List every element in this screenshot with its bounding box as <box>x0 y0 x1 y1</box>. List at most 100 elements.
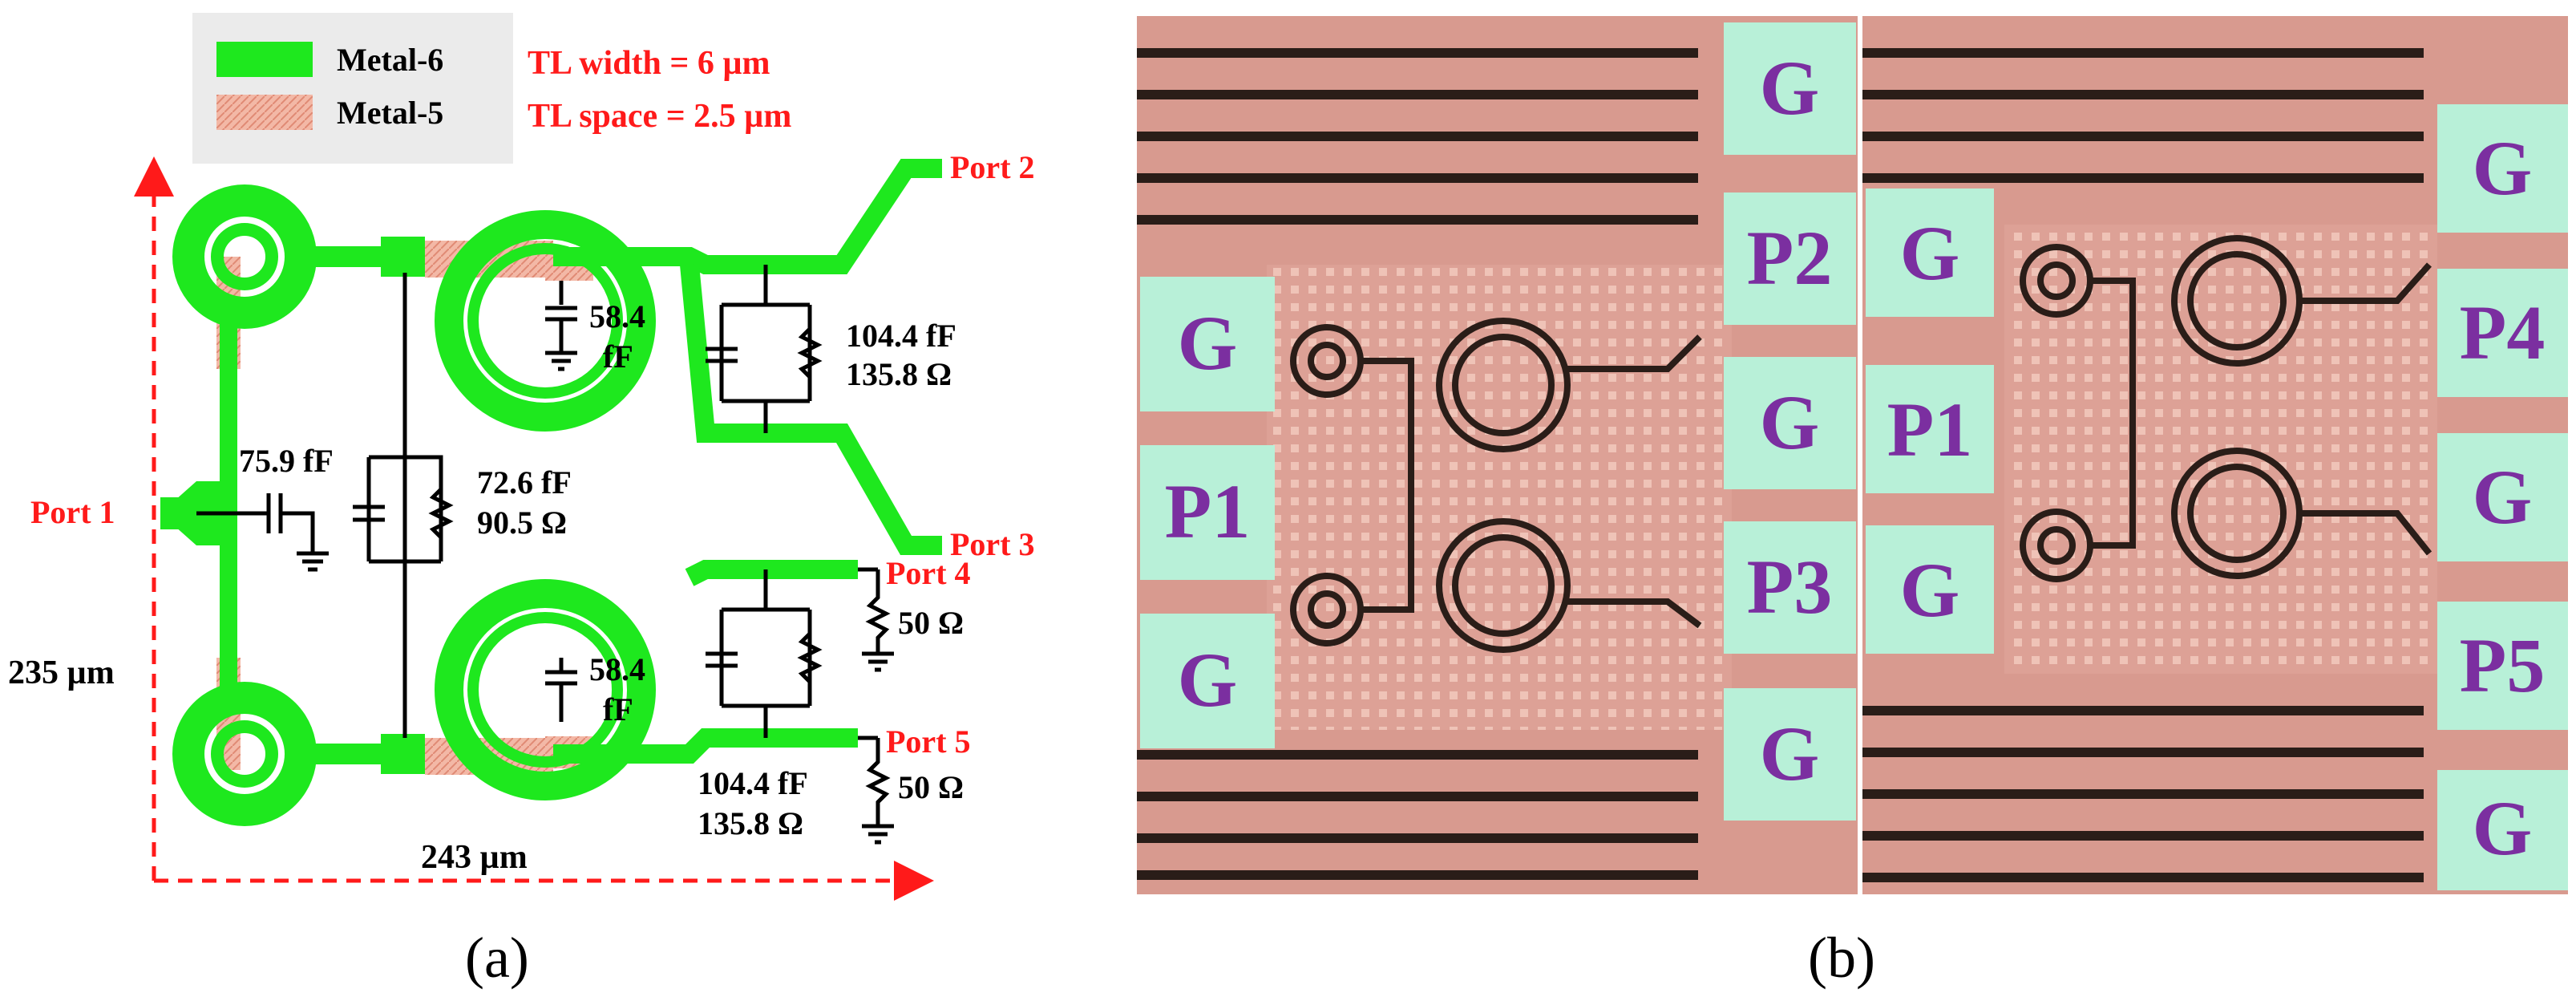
legend-swatch-metal6 <box>216 42 313 77</box>
small-inductor-bottom <box>172 682 317 826</box>
pad-label: P2 <box>1747 215 1833 301</box>
tl-width-spec: TL width = 6 µm <box>528 45 770 82</box>
stripes-bottom-right <box>1862 706 2424 882</box>
port1-label: Port 1 <box>30 494 115 530</box>
port3-trace <box>680 263 942 555</box>
legend-label-metal6: Metal-6 <box>337 42 443 78</box>
pad <box>1866 365 1994 493</box>
pad-label: P1 <box>1165 468 1251 554</box>
pad <box>2437 104 2568 233</box>
stripes-top-left <box>1137 48 1698 225</box>
top-cap-unit-label: fF <box>603 338 633 375</box>
small-inductor-bottom-inner <box>211 720 278 788</box>
rc-center-resistor <box>428 488 454 539</box>
pad <box>2437 770 2568 890</box>
pad <box>1724 521 1856 654</box>
large-inductor-bottom <box>435 579 656 800</box>
panel-a-layout: Metal-6 Metal-5 TL width = 6 µm TL space… <box>8 13 1035 990</box>
rc-top-cap-label: 104.4 fF <box>846 318 956 354</box>
pad-label: P3 <box>1747 544 1833 630</box>
pad <box>1866 525 1994 654</box>
legend-background <box>192 13 513 164</box>
legend: Metal-6 Metal-5 <box>192 13 513 164</box>
center-cap-label: 72.6 fF <box>477 464 572 500</box>
pad-label: G <box>1900 547 1960 633</box>
term5-label: 50 Ω <box>898 769 964 805</box>
die-left-inductors <box>1290 318 1702 653</box>
pad-label: G <box>2473 125 2533 211</box>
pads-mid: G P2 G P3 G <box>1724 22 1856 821</box>
pad <box>2437 269 2568 397</box>
caption-a: (a) <box>465 926 529 990</box>
pad <box>1724 192 1856 325</box>
height-dimension-label: 235 µm <box>8 654 115 691</box>
pad-label: G <box>1760 379 1820 465</box>
pad-label: G <box>1760 45 1820 131</box>
pad <box>1724 688 1856 821</box>
small-inductor-top <box>172 184 317 329</box>
rc-bot-resistor <box>797 632 823 683</box>
die-right: G P1 G G P4 G P5 G <box>1862 16 2568 894</box>
rc-bot-res-label: 135.8 Ω <box>698 805 803 841</box>
port5-trace <box>553 728 858 764</box>
bottom-node <box>381 734 425 774</box>
pad-label: P4 <box>2460 290 2546 375</box>
rc-top-res-label: 135.8 Ω <box>846 356 952 392</box>
term4-resistor <box>865 569 891 654</box>
panel-b-micrograph: G P1 G G P2 G P3 G <box>1137 16 2568 990</box>
pads-right: G P4 G P5 G <box>2437 104 2568 890</box>
input-cap-label: 75.9 fF <box>239 443 334 479</box>
stripes-bottom-left <box>1137 750 1698 880</box>
pads-left: G P1 G <box>1140 277 1275 748</box>
term4-label: 50 Ω <box>898 605 964 641</box>
large-inductor-top <box>435 210 656 432</box>
pads-right-left: G P1 G <box>1866 188 1994 654</box>
pad-label: G <box>2473 454 2533 540</box>
pad <box>2437 433 2568 561</box>
input-cap-ground-lead <box>281 511 315 553</box>
tl-space-spec: TL space = 2.5 µm <box>528 98 791 135</box>
pad-label: P5 <box>2460 622 2546 708</box>
pad-label: G <box>1178 300 1238 386</box>
dimension-arrows <box>134 156 934 901</box>
caption-b: (b) <box>1808 926 1875 990</box>
pad <box>2437 602 2568 730</box>
pad-label: P1 <box>1887 387 1973 472</box>
bottom-cap-value-label: 58.4 <box>589 651 645 687</box>
pad-label: G <box>1178 637 1238 723</box>
pad <box>1724 22 1856 155</box>
port2-label: Port 2 <box>950 149 1035 185</box>
port3-label: Port 3 <box>950 526 1035 562</box>
port4-label: Port 4 <box>886 555 971 591</box>
pad-label: G <box>1900 210 1960 296</box>
port2-trace <box>553 159 942 274</box>
top-node <box>381 237 425 277</box>
bottom-cap-unit-label: fF <box>603 691 633 727</box>
stripes-top-right <box>1862 48 2424 183</box>
pad <box>1140 277 1275 411</box>
pad <box>1724 357 1856 489</box>
pad <box>1140 614 1275 748</box>
pad <box>1866 188 1994 317</box>
pad-label: G <box>2473 785 2533 871</box>
port4-trace <box>685 560 858 586</box>
term5-resistor <box>865 738 891 826</box>
rc-top-resistor <box>797 327 823 379</box>
legend-label-metal5: Metal-5 <box>337 95 443 131</box>
width-dimension-label: 243 µm <box>421 839 528 876</box>
pad-label: G <box>1760 711 1820 796</box>
legend-swatch-metal5 <box>216 95 313 130</box>
pad <box>1140 445 1275 580</box>
port5-label: Port 5 <box>886 723 971 760</box>
large-inductor-top-inner <box>467 243 623 399</box>
die-left: G P1 G G P2 G P3 G <box>1137 16 1858 894</box>
metal6-layout <box>160 159 942 826</box>
lumped-components <box>196 265 894 845</box>
small-inductor-top-inner <box>211 223 278 290</box>
die-right-inductors <box>2020 235 2432 582</box>
large-inductor-bottom-inner <box>467 612 623 768</box>
center-res-label: 90.5 Ω <box>477 505 567 541</box>
rc-bot-cap-label: 104.4 fF <box>698 765 808 801</box>
